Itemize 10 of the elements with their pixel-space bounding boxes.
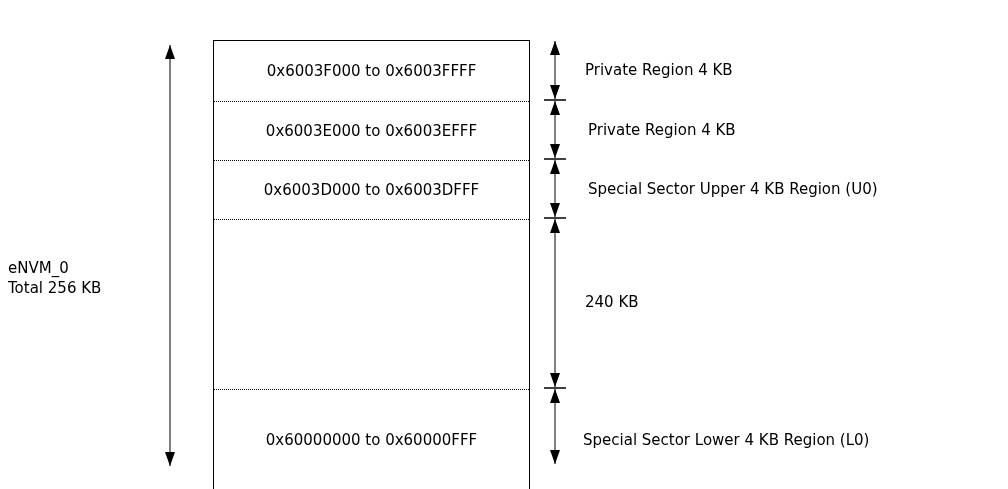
address-range: 0x6003F000 to 0x6003FFFF <box>266 62 477 80</box>
region-label: 240 KB <box>585 292 639 312</box>
region-label: Special Sector Lower 4 KB Region (L0) <box>583 430 870 450</box>
address-range: 0x6003D000 to 0x6003DFFF <box>263 180 480 199</box>
memory-size-label: eNVM_0 Total 256 KB <box>8 258 103 298</box>
region-label: Private Region 4 KB <box>585 60 733 80</box>
address-range: 0x60000000 to 0x60000FFF <box>265 430 478 449</box>
region-label: Private Region 4 KB <box>588 120 736 140</box>
region-label: Special Sector Upper 4 KB Region (U0) <box>588 179 878 199</box>
address-range: 0x6003E000 to 0x6003EFFF <box>265 121 478 140</box>
